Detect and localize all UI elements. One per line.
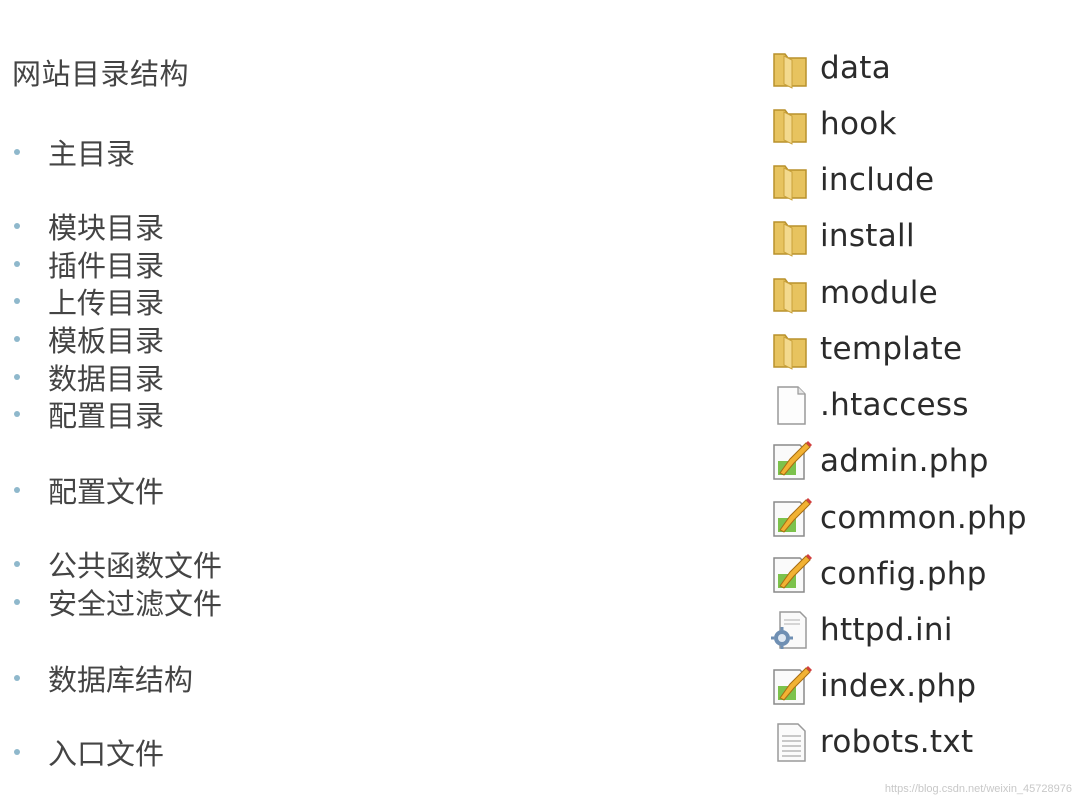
outline-item-label: 配置文件 xyxy=(48,475,165,509)
outline-item-common-functions: 公共函数文件 xyxy=(12,545,222,583)
outline-item-upload-dir: 上传目录 xyxy=(12,282,164,320)
bullet-dot xyxy=(14,298,20,304)
file-row-httpd-ini[interactable]: httpd.ini xyxy=(770,605,953,655)
bullet-dot xyxy=(14,599,20,605)
folder-icon xyxy=(770,327,814,371)
php-file-icon xyxy=(770,552,814,596)
folder-icon xyxy=(770,214,814,258)
file-row-config-php[interactable]: config.php xyxy=(770,549,987,599)
outline-item-label: 安全过滤文件 xyxy=(48,587,223,621)
file-name: .htaccess xyxy=(820,387,969,423)
folder-icon xyxy=(770,46,814,90)
file-name: include xyxy=(820,162,935,198)
outline-item-config-file: 配置文件 xyxy=(12,471,164,509)
file-name: httpd.ini xyxy=(820,612,953,648)
outline-item-label: 主目录 xyxy=(48,137,136,171)
ini-settings-file-icon xyxy=(770,608,814,652)
file-row-include[interactable]: include xyxy=(770,155,934,205)
file-name: robots.txt xyxy=(820,724,974,760)
outline-item-db-structure: 数据库结构 xyxy=(12,659,193,697)
bullet-dot xyxy=(14,561,20,567)
file-row-robots-txt[interactable]: robots.txt xyxy=(770,717,974,767)
file-name: admin.php xyxy=(820,443,989,479)
folder-icon xyxy=(770,271,814,315)
outline-item-security-filter: 安全过滤文件 xyxy=(12,583,222,621)
outline-title: 网站目录结构 xyxy=(12,57,190,91)
file-row-hook[interactable]: hook xyxy=(770,99,897,149)
outline-item-label: 模块目录 xyxy=(48,211,165,245)
file-name: data xyxy=(820,50,892,86)
file-name: install xyxy=(820,218,915,254)
php-file-icon xyxy=(770,496,814,540)
outline-item-label: 数据目录 xyxy=(48,362,165,396)
outline-item-label: 公共函数文件 xyxy=(48,549,223,583)
outline-item-label: 数据库结构 xyxy=(48,663,194,697)
bullet-dot xyxy=(14,336,20,342)
bullet-dot xyxy=(14,749,20,755)
php-file-icon xyxy=(770,439,814,483)
outline-item-entry-file: 入口文件 xyxy=(12,733,164,771)
file-row-common-php[interactable]: common.php xyxy=(770,493,1027,543)
bullet-dot xyxy=(14,261,20,267)
file-row-install[interactable]: install xyxy=(770,211,915,261)
file-row-admin-php[interactable]: admin.php xyxy=(770,436,989,486)
outline-item-label: 插件目录 xyxy=(48,249,165,283)
outline-item-label: 上传目录 xyxy=(48,286,165,320)
bullet-dot xyxy=(14,374,20,380)
outline-item-module-dir: 模块目录 xyxy=(12,207,164,245)
file-name: common.php xyxy=(820,500,1027,536)
bullet-dot xyxy=(14,487,20,493)
text-file-icon xyxy=(770,720,814,764)
file-row-index-php[interactable]: index.php xyxy=(770,661,976,711)
file-row-htaccess[interactable]: .htaccess xyxy=(770,380,969,430)
bullet-dot xyxy=(14,411,20,417)
file-name: template xyxy=(820,331,963,367)
file-name: hook xyxy=(820,106,897,142)
folder-icon xyxy=(770,158,814,202)
bullet-dot xyxy=(14,675,20,681)
outline-item-label: 入口文件 xyxy=(48,737,165,771)
file-row-template[interactable]: template xyxy=(770,324,962,374)
folder-icon xyxy=(770,102,814,146)
outline-item-main-dir: 主目录 xyxy=(12,133,135,171)
outline-item-data-dir: 数据目录 xyxy=(12,358,164,396)
bullet-dot xyxy=(14,223,20,229)
bullet-dot xyxy=(14,149,20,155)
watermark-text: https://blog.csdn.net/weixin_45728976 xyxy=(884,783,1072,795)
blank-file-icon xyxy=(770,383,814,427)
outline-item-template-dir: 模板目录 xyxy=(12,320,164,358)
php-file-icon xyxy=(770,664,814,708)
outline-item-config-dir: 配置目录 xyxy=(12,395,164,433)
outline-item-label: 模板目录 xyxy=(48,324,165,358)
file-name: module xyxy=(820,275,938,311)
file-row-module[interactable]: module xyxy=(770,268,938,318)
file-name: config.php xyxy=(820,556,987,592)
outline-item-plugin-dir: 插件目录 xyxy=(12,245,164,283)
outline-item-label: 配置目录 xyxy=(48,399,165,433)
file-row-data[interactable]: data xyxy=(770,43,891,93)
file-name: index.php xyxy=(820,668,977,704)
